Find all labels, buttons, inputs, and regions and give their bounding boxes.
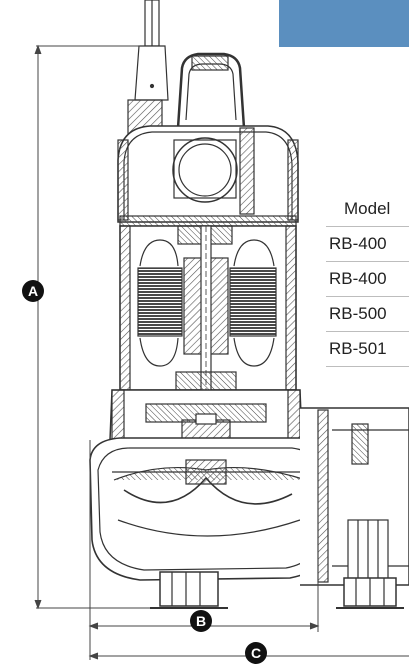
lifting-handle [176,52,246,129]
stator-winding-right [229,267,277,337]
pump-base [150,571,404,609]
table-row: RB-400 [326,227,409,262]
stator-winding-left [137,267,183,337]
table-row: RB-500 [326,297,409,332]
model-spec-table: Model RB-400 RB-400 RB-500 RB-501 [326,192,409,367]
discharge-outlet [300,407,409,586]
table-row: RB-501 [326,332,409,367]
dimension-badge-b: B [190,610,212,632]
dimension-badge-a: A [22,280,44,302]
seal-chamber [109,389,303,451]
table-header-model: Model [326,192,409,227]
title-banner [279,0,409,47]
power-cable [134,0,169,101]
motor-housing [119,225,297,487]
dimension-badge-c: C [245,642,267,664]
pump-volute [89,437,333,581]
table-row: RB-400 [326,262,409,297]
